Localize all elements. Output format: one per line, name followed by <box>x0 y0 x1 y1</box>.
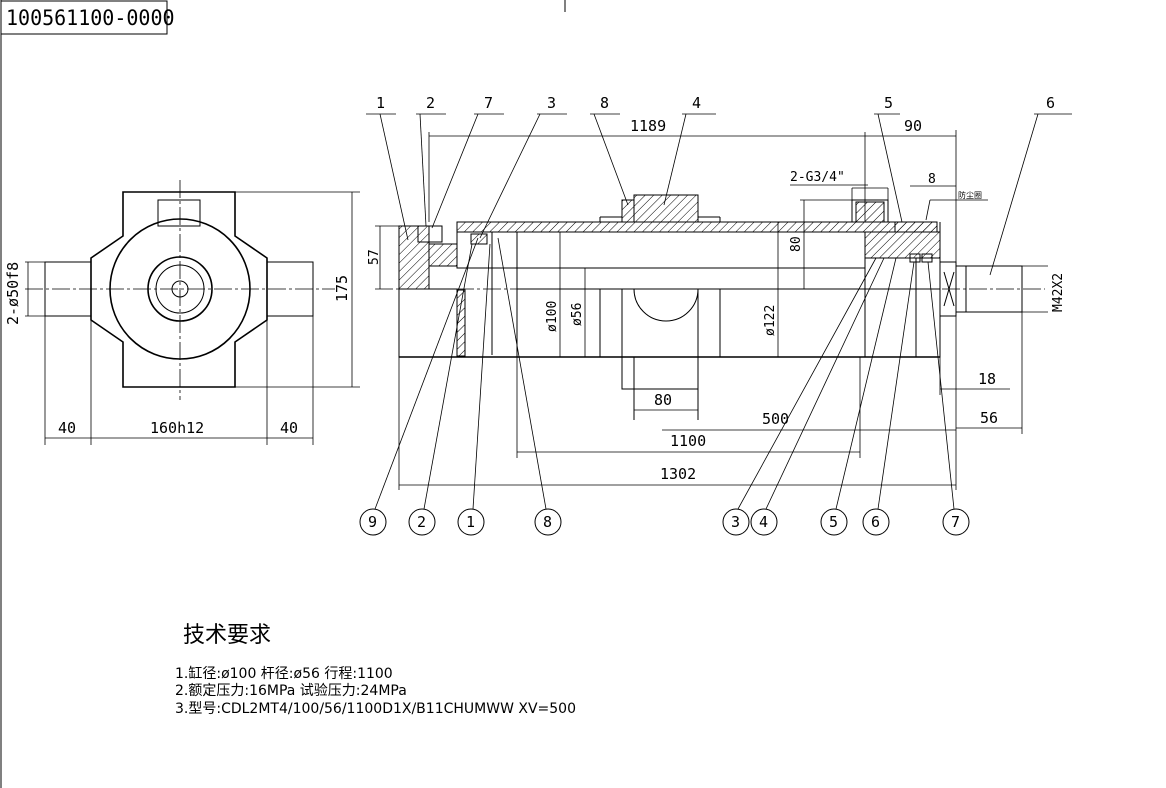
dim-18: 18 <box>978 370 996 388</box>
dim-1189: 1189 <box>630 117 666 135</box>
dim-tube: ø122 <box>763 305 778 336</box>
dim-1100: 1100 <box>670 432 706 450</box>
dim-front-height: 175 <box>333 275 351 302</box>
top-callout-7: 7 <box>484 94 493 112</box>
bottom-callout-5: 5 <box>829 513 838 531</box>
bottom-callout-3: 3 <box>731 513 740 531</box>
bottom-callout-6: 6 <box>871 513 880 531</box>
section-view: 1189 90 2-G3/4" 8 防尘圈 57 80 ø100 ø56 ø12… <box>359 94 1072 536</box>
top-callout-3: 3 <box>547 94 556 112</box>
dim-57: 57 <box>367 249 382 265</box>
drawing-number-box: 100561100-0000 <box>0 0 175 35</box>
bottom-callouts: 9 2 1 8 3 4 5 6 7 <box>359 237 970 536</box>
drawing-number: 100561100-0000 <box>6 6 175 31</box>
top-callout-4: 4 <box>692 94 701 112</box>
requirements-line-2: 2.额定压力:16MPa 试验压力:24MPa <box>175 683 407 699</box>
dim-thread: M42X2 <box>1051 273 1066 312</box>
requirements-heading: 技术要求 <box>183 623 271 648</box>
requirements: 技术要求 1.缸径:ø100 杆径:ø56 行程:1100 2.额定压力:16M… <box>175 623 576 717</box>
top-callout-2: 2 <box>426 94 435 112</box>
top-callout-8: 8 <box>600 94 609 112</box>
dim-8: 8 <box>928 172 936 187</box>
note-small: 防尘圈 <box>958 190 982 200</box>
requirements-line-1: 1.缸径:ø100 杆径:ø56 行程:1100 <box>175 665 393 682</box>
bottom-callout-4: 4 <box>759 513 768 531</box>
dim-80-vert: 80 <box>789 236 804 252</box>
sheet-border <box>0 0 566 788</box>
dim-rod: ø56 <box>570 303 585 326</box>
bottom-callout-9: 9 <box>368 513 377 531</box>
bottom-callout-2: 2 <box>417 513 426 531</box>
bottom-callout-1: 1 <box>466 513 475 531</box>
dim-front-left: 40 <box>58 419 76 437</box>
top-callouts: 1 2 7 3 8 4 5 6 <box>366 94 1072 276</box>
dim-500: 500 <box>762 410 789 428</box>
bottom-callout-8: 8 <box>543 513 552 531</box>
bottom-callout-7: 7 <box>951 513 960 531</box>
dim-90: 90 <box>904 117 922 135</box>
dim-1302: 1302 <box>660 465 696 483</box>
dim-80: 80 <box>654 391 672 409</box>
requirements-line-3: 3.型号:CDL2MT4/100/56/1100D1X/B11CHUMWW XV… <box>175 701 576 717</box>
top-callout-1: 1 <box>376 94 385 112</box>
top-callout-6: 6 <box>1046 94 1055 112</box>
dim-front-right: 40 <box>280 419 298 437</box>
dim-bore: ø100 <box>545 301 560 332</box>
dim-port: 2-G3/4" <box>790 170 845 185</box>
dim-front-trunnion: 2-ø50f8 <box>4 262 22 325</box>
top-callout-5: 5 <box>884 94 893 112</box>
dim-front-body: 160h12 <box>150 419 204 437</box>
front-view: 40 160h12 40 175 2-ø50f8 <box>4 180 360 445</box>
dim-56: 56 <box>980 409 998 427</box>
